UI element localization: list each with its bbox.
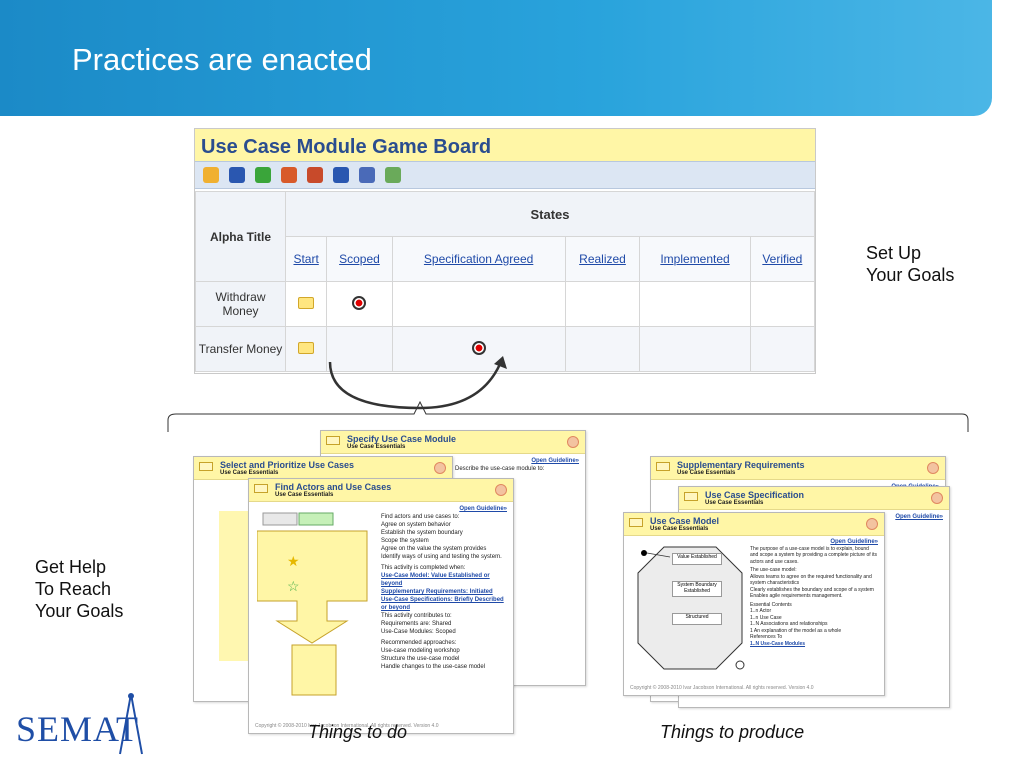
state-structured: Structured [672,613,722,625]
close-icon[interactable] [931,492,943,504]
progress-arrow [328,361,502,410]
card-tag-icon [684,492,698,501]
delete-icon[interactable] [307,167,323,183]
card-find-actors[interactable]: Find Actors and Use Cases Use Case Essen… [248,478,514,734]
print-icon[interactable] [385,167,401,183]
state-verified[interactable]: Verified [749,236,815,282]
slide-title: Practices are enacted [72,42,372,77]
card-tag-icon [326,436,340,445]
target-state-icon[interactable] [471,340,486,355]
close-icon[interactable] [866,518,878,530]
close-icon[interactable] [434,462,446,474]
table-row: Withdraw Money [195,281,815,327]
view-icon[interactable] [333,167,349,183]
card-tag-icon [656,462,670,471]
save-icon[interactable] [229,167,245,183]
state-start[interactable]: Start [284,236,328,282]
card-tag-icon [254,484,268,493]
set-up-goals-text: Set Up Your Goals [866,243,955,285]
alpha-card-icon[interactable] [298,341,315,354]
card-tag-icon [199,462,213,471]
slide-header [0,0,992,116]
state-system-boundary: System Boundary Established [672,581,722,597]
alpha-card-icon[interactable] [298,296,315,309]
close-icon[interactable] [567,436,579,448]
game-board: Use Case Module Game Board Alpha Title S… [194,128,816,374]
activity-panel [219,511,249,661]
progress-arrowhead [494,356,507,369]
header-corner [992,0,1024,116]
table-row: Transfer Money [195,326,815,372]
card-use-case-model[interactable]: Use Case Model Use Case Essentials Open … [623,512,885,696]
export-icon[interactable] [359,167,375,183]
states-header: States [285,191,815,237]
target-state-icon[interactable] [352,295,367,310]
state-implemented[interactable]: Implemented [639,236,751,282]
remove-row-icon[interactable] [281,167,297,183]
add-icon[interactable] [255,167,271,183]
caption-things-to-produce: Things to produce [660,722,805,742]
board-grid: Alpha Title States Start Scoped Specific… [195,191,815,372]
board-toolbar [195,161,815,189]
close-icon[interactable] [927,462,939,474]
close-icon[interactable] [495,484,507,496]
board-title: Use Case Module Game Board [195,129,815,161]
activity-diagram: ★ ☆ [257,512,368,696]
caption-things-to-do: Things to do [308,722,408,742]
row-label-withdraw: Withdraw Money [195,281,286,327]
svg-text:★: ★ [287,553,300,569]
state-value-established: Value Established [672,553,722,565]
get-help-text: Get Help To Reach Your Goals [35,557,124,621]
brace [167,400,969,432]
state-diagram [637,546,745,670]
refresh-icon[interactable] [203,167,219,183]
row-label-transfer: Transfer Money [195,326,286,372]
compass-icon [119,693,143,755]
card-tag-icon [629,518,643,527]
svg-text:☆: ☆ [287,578,300,594]
state-specification-agreed[interactable]: Specification Agreed [391,236,566,282]
semat-logo: SEMAT [16,709,140,749]
state-scoped[interactable]: Scoped [326,236,393,282]
